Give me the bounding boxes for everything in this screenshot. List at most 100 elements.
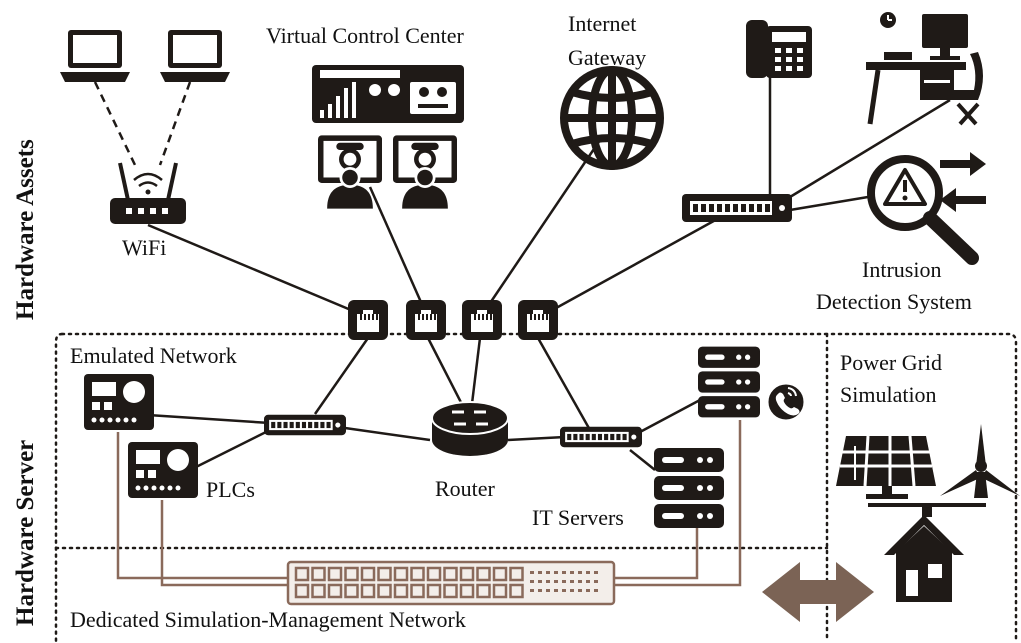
management-switch-led bbox=[594, 589, 598, 592]
ethernet-port-icon bbox=[406, 300, 446, 340]
management-switch-led bbox=[570, 580, 574, 583]
management-switch-led bbox=[586, 571, 590, 574]
internet-gateway-label-line1: Internet bbox=[568, 11, 637, 36]
network-switch-icon bbox=[264, 414, 346, 436]
hardware-assets-label: Hardware Assets bbox=[12, 139, 39, 320]
network-switch-icon bbox=[560, 426, 642, 448]
management-switch-port bbox=[294, 566, 310, 582]
management-switch-led bbox=[562, 571, 566, 574]
management-switch-port bbox=[426, 583, 442, 599]
emulated-network-label: Emulated Network bbox=[70, 343, 237, 368]
ethernet-port-icon bbox=[462, 300, 502, 340]
management-switch-port bbox=[377, 566, 392, 582]
management-switch-port bbox=[410, 566, 425, 582]
management-switch-port bbox=[410, 583, 425, 599]
hardware-server-left-edge bbox=[54, 332, 64, 643]
ethernet-port-icon bbox=[518, 300, 558, 340]
management-switch-led bbox=[554, 589, 558, 592]
management-switch-led bbox=[530, 580, 534, 583]
power-grid-label-line1: Power Grid bbox=[840, 350, 943, 375]
intrusion-detection-icon bbox=[867, 152, 986, 265]
intrusion-label-line1: Intrusion bbox=[862, 257, 942, 282]
management-switch-port bbox=[294, 583, 310, 599]
ethernet-port-icon bbox=[348, 300, 388, 340]
wifi-label: WiFi bbox=[122, 235, 167, 260]
management-switch-port bbox=[459, 566, 475, 582]
management-switch-port bbox=[492, 583, 508, 599]
management-switch-led bbox=[554, 571, 558, 574]
management-switch-port bbox=[344, 566, 359, 582]
wind-turbine-icon bbox=[940, 424, 1020, 498]
it-servers-label: IT Servers bbox=[532, 505, 624, 530]
management-switch-icon bbox=[286, 560, 616, 606]
management-switch-led bbox=[578, 580, 582, 583]
management-switch-port bbox=[492, 566, 508, 582]
desk-phone-icon bbox=[746, 20, 812, 78]
operator-workstation-icon bbox=[393, 133, 457, 211]
operator-workstation-icon bbox=[318, 133, 382, 211]
management-switch-port bbox=[509, 583, 524, 599]
management-switch-port bbox=[393, 566, 409, 582]
bidirectional-arrow-icon bbox=[762, 562, 874, 622]
connections bbox=[147, 70, 951, 477]
dedicated-network-label: Dedicated Simulation-Management Network bbox=[70, 607, 466, 632]
network-switch-icon bbox=[682, 194, 792, 222]
phone-call-icon bbox=[765, 381, 807, 423]
management-switch-port bbox=[377, 583, 392, 599]
management-switch-port bbox=[443, 566, 458, 582]
management-switch-port bbox=[327, 566, 343, 582]
power-grid-label-line2: Simulation bbox=[840, 382, 937, 407]
management-switch-led bbox=[530, 589, 534, 592]
management-switch-port bbox=[393, 583, 409, 599]
server-icon bbox=[698, 346, 760, 418]
management-switch-port bbox=[327, 583, 343, 599]
management-switch-led bbox=[554, 580, 558, 583]
laptop-icon bbox=[60, 30, 130, 82]
laptop-icon bbox=[160, 30, 230, 82]
management-switch-port bbox=[443, 583, 458, 599]
management-switch-port bbox=[344, 583, 359, 599]
router-label: Router bbox=[435, 476, 495, 501]
management-switch-led bbox=[530, 571, 534, 574]
hardware-server-label: Hardware Server bbox=[12, 439, 39, 626]
management-switch-port bbox=[360, 566, 376, 582]
management-switch-port bbox=[311, 583, 326, 599]
wifi-router-icon bbox=[110, 162, 186, 224]
management-switch-port bbox=[311, 566, 326, 582]
management-switch-led bbox=[546, 589, 550, 592]
plc-icon bbox=[84, 374, 154, 430]
management-switch-led bbox=[570, 571, 574, 574]
management-switch-led bbox=[586, 589, 590, 592]
internet-gateway-label-line2: Gateway bbox=[568, 45, 647, 70]
plcs-label: PLCs bbox=[206, 477, 255, 502]
management-links bbox=[116, 420, 742, 587]
plc-icon bbox=[128, 442, 198, 498]
solar-panel-icon bbox=[836, 435, 936, 499]
office-desk-icon bbox=[866, 12, 983, 126]
management-switch-led bbox=[594, 580, 598, 583]
router-icon bbox=[431, 401, 509, 456]
house-icon bbox=[868, 503, 986, 602]
management-switch-port bbox=[426, 566, 442, 582]
management-switch-led bbox=[546, 580, 550, 583]
management-switch-led bbox=[538, 589, 542, 592]
globe-icon bbox=[560, 66, 664, 170]
server-icon bbox=[654, 448, 724, 528]
management-switch-led bbox=[538, 571, 542, 574]
intrusion-label-line2: Detection System bbox=[816, 289, 972, 314]
control-panel-icon bbox=[312, 65, 464, 123]
hardware-server-boundary bbox=[60, 332, 1018, 643]
management-switch-port bbox=[360, 583, 376, 599]
management-switch-led bbox=[546, 571, 550, 574]
virtual-control-center-label: Virtual Control Center bbox=[266, 23, 464, 48]
management-switch-led bbox=[562, 580, 566, 583]
management-switch-led bbox=[570, 589, 574, 592]
management-switch-port bbox=[509, 566, 524, 582]
management-switch-led bbox=[538, 580, 542, 583]
management-switch-led bbox=[594, 571, 598, 574]
management-switch-led bbox=[586, 580, 590, 583]
region-boundaries bbox=[54, 332, 1018, 643]
management-switch-led bbox=[578, 571, 582, 574]
management-switch-led bbox=[578, 589, 582, 592]
